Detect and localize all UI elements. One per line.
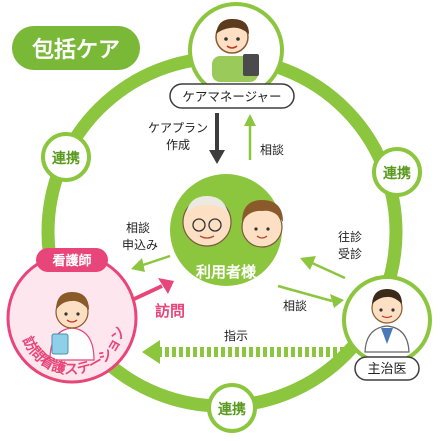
nurse-role-label: 看護師 bbox=[52, 253, 91, 269]
user-label: 利用者様 bbox=[196, 263, 257, 281]
title-badge: 包括ケア bbox=[12, 26, 140, 70]
arrow-user-to-nurse bbox=[139, 254, 171, 268]
care-manager-illustration bbox=[212, 18, 259, 82]
nurse-illustration bbox=[49, 292, 95, 361]
arrow-user-to-nurse-head bbox=[131, 258, 145, 272]
title-text: 包括ケア bbox=[32, 37, 120, 63]
renkei-badge-bottom: 連携 bbox=[207, 383, 257, 433]
moushikomi-label: 申込み bbox=[122, 238, 158, 252]
soudan-label-left: 相談 bbox=[126, 220, 150, 235]
doctor-label: 主治医 bbox=[367, 362, 406, 377]
doctor-node: 主治医 bbox=[342, 275, 432, 381]
renkei-badge-left: 連携 bbox=[41, 132, 91, 182]
arrow-soudan-up-head bbox=[244, 114, 256, 126]
care-manager-node: ケアマネージャー bbox=[169, 2, 295, 109]
arrow-houmon bbox=[131, 284, 163, 302]
elderly-couple-illustration bbox=[182, 196, 283, 248]
arrow-care-plan-head bbox=[209, 150, 225, 164]
renkei-badge-right: 連携 bbox=[372, 147, 422, 197]
jushin-label: 受診 bbox=[338, 246, 362, 261]
renkei-label: 連携 bbox=[52, 150, 80, 167]
renkei-label: 連携 bbox=[383, 165, 411, 182]
care-manager-label: ケアマネージャー bbox=[182, 89, 281, 104]
nurse-station-node: 看護師 訪問看護ステーション bbox=[6, 248, 138, 384]
arrow-shiji-head bbox=[142, 340, 160, 364]
doctor-illustration bbox=[364, 289, 410, 353]
houmon-label: 訪問 bbox=[155, 302, 185, 320]
user-node: 利用者様 bbox=[170, 174, 283, 286]
renkei-label: 連携 bbox=[218, 401, 246, 418]
soudan-label-top: 相談 bbox=[260, 142, 284, 157]
shiji-label: 指示 bbox=[224, 328, 248, 343]
arrow-houmon-head bbox=[158, 278, 174, 294]
care-plan-label-line2: 作成 bbox=[166, 138, 190, 152]
arrow-user-to-doctor-head bbox=[330, 294, 344, 308]
soudan-label-right: 相談 bbox=[283, 298, 307, 313]
arrow-doctor-to-user-head bbox=[300, 256, 316, 270]
arrow-user-to-doctor bbox=[277, 284, 333, 303]
oushin-label: 往診 bbox=[338, 229, 362, 244]
arrow-doctor-to-user bbox=[311, 261, 346, 280]
care-plan-label-line1: ケアプラン bbox=[148, 121, 208, 135]
